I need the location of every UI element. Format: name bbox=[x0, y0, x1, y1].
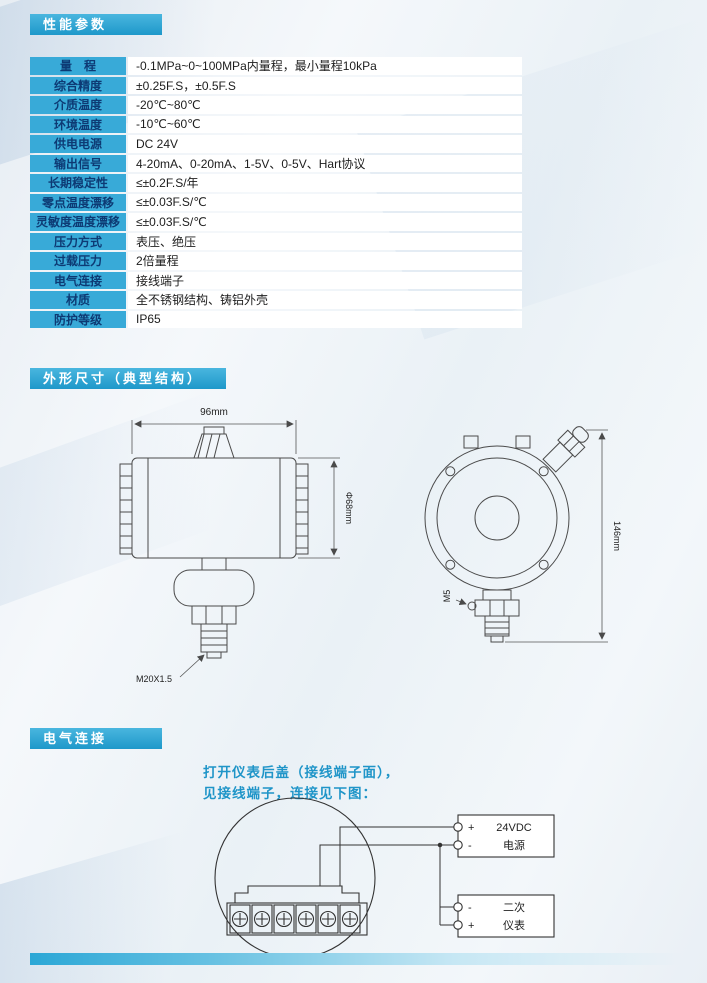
wiring-instruction-line1: 打开仪表后盖（接线端子面）， bbox=[203, 765, 400, 780]
spec-label: 零点温度漂移 bbox=[30, 193, 126, 211]
section-title-wiring: 电气连接 bbox=[30, 728, 162, 749]
transmitter-side-view bbox=[119, 426, 309, 659]
spec-label: 介质温度 bbox=[30, 96, 126, 114]
power-box-label-line2: 电源 bbox=[503, 838, 525, 852]
power-supply-box bbox=[453, 814, 555, 858]
spec-label: 材质 bbox=[30, 291, 126, 309]
power-box-label-line1: 24VDC bbox=[496, 822, 532, 834]
table-row: 长期稳定性 ≤±0.2F.S/年 bbox=[30, 174, 522, 192]
spec-label: 灵敏度温度漂移 bbox=[30, 213, 126, 231]
front-view-dimension-lines bbox=[455, 429, 608, 643]
spec-value: IP65 bbox=[128, 310, 522, 328]
meter-terminal-minus: - bbox=[468, 902, 472, 914]
table-row: 输出信号 4-20mA、0-20mA、1-5V、0-5V、Hart协议 bbox=[30, 154, 522, 172]
spec-label: 综合精度 bbox=[30, 76, 126, 94]
spec-label: 量 程 bbox=[30, 57, 126, 75]
dim-body-diameter-label: Φ68mm bbox=[344, 492, 354, 524]
spec-value: ±0.25F.S，±0.5F.S bbox=[128, 76, 522, 94]
table-row: 零点温度漂移 ≤±0.03F.S/℃ bbox=[30, 193, 522, 211]
spec-value: DC 24V bbox=[128, 135, 522, 153]
wiring-diagram: + - 24VDC 电源 - + 二次 仪表 bbox=[214, 797, 555, 959]
spec-value: -0.1MPa~0~100MPa内量程，最小量程10kPa bbox=[128, 57, 522, 75]
meter-terminal-plus: + bbox=[468, 920, 474, 932]
spec-label: 防护等级 bbox=[30, 310, 126, 328]
spec-value: 全不锈钢结构、铸铝外壳 bbox=[128, 291, 522, 309]
table-row: 压力方式 表压、绝压 bbox=[30, 232, 522, 250]
transmitter-front-view bbox=[424, 426, 589, 643]
wiring-instruction-line2: 见接线端子，连接见下图： bbox=[203, 786, 377, 801]
spec-value: 4-20mA、0-20mA、1-5V、0-5V、Hart协议 bbox=[128, 154, 522, 172]
meter-box bbox=[453, 894, 555, 938]
cable-gland bbox=[542, 426, 589, 473]
section-title-performance: 性能参数 bbox=[30, 14, 162, 35]
meter-box-label-line2: 仪表 bbox=[503, 918, 525, 932]
table-row: 材质 全不锈钢结构、铸铝外壳 bbox=[30, 291, 522, 309]
spec-value: -10℃~60℃ bbox=[128, 115, 522, 133]
performance-table: 量 程 -0.1MPa~0~100MPa内量程，最小量程10kPa 综合精度 ±… bbox=[30, 57, 522, 330]
spec-label: 压力方式 bbox=[30, 232, 126, 250]
spec-label: 电气连接 bbox=[30, 271, 126, 289]
table-row: 灵敏度温度漂移 ≤±0.03F.S/℃ bbox=[30, 213, 522, 231]
table-row: 综合精度 ±0.25F.S，±0.5F.S bbox=[30, 76, 522, 94]
table-row: 防护等级 IP65 bbox=[30, 310, 522, 328]
dim-body-width-label: 96mm bbox=[200, 407, 228, 418]
table-row: 过载压力 2倍量程 bbox=[30, 252, 522, 270]
spec-label: 输出信号 bbox=[30, 154, 126, 172]
spec-label: 供电电源 bbox=[30, 135, 126, 153]
wiring-instruction: 打开仪表后盖（接线端子面）， 见接线端子，连接见下图： bbox=[203, 762, 399, 804]
power-terminal-minus: - bbox=[468, 840, 472, 852]
table-row: 供电电源 DC 24V bbox=[30, 135, 522, 153]
spec-label: 过载压力 bbox=[30, 252, 126, 270]
spec-value: 表压、绝压 bbox=[128, 232, 522, 250]
wiring-lines bbox=[319, 826, 458, 926]
table-row: 量 程 -0.1MPa~0~100MPa内量程，最小量程10kPa bbox=[30, 57, 522, 75]
section-title-dimensions: 外形尺寸（典型结构） bbox=[30, 368, 226, 389]
table-row: 介质温度 -20℃~80℃ bbox=[30, 96, 522, 114]
bottom-accent-bar bbox=[30, 953, 682, 965]
spec-value: ≤±0.03F.S/℃ bbox=[128, 193, 522, 211]
spec-value: ≤±0.03F.S/℃ bbox=[128, 213, 522, 231]
spec-value: 2倍量程 bbox=[128, 252, 522, 270]
meter-box-label-line1: 二次 bbox=[503, 900, 525, 914]
spec-label: 环境温度 bbox=[30, 115, 126, 133]
power-terminal-plus: + bbox=[468, 822, 474, 834]
dim-thread-label: M20X1.5 bbox=[136, 674, 172, 684]
spec-label: 长期稳定性 bbox=[30, 174, 126, 192]
spec-value: -20℃~80℃ bbox=[128, 96, 522, 114]
dim-total-height-label: 146mm bbox=[612, 521, 622, 551]
transmitter-rear-view bbox=[214, 797, 376, 959]
dim-vent-label: M5 bbox=[442, 590, 452, 603]
table-row: 环境温度 -10℃~60℃ bbox=[30, 115, 522, 133]
spec-value: 接线端子 bbox=[128, 271, 522, 289]
dimension-drawings: 96mm Φ68mm M20X1.5 bbox=[119, 407, 622, 684]
side-view-dimension-lines bbox=[131, 420, 340, 678]
table-row: 电气连接 接线端子 bbox=[30, 271, 522, 289]
spec-value: ≤±0.2F.S/年 bbox=[128, 174, 522, 192]
